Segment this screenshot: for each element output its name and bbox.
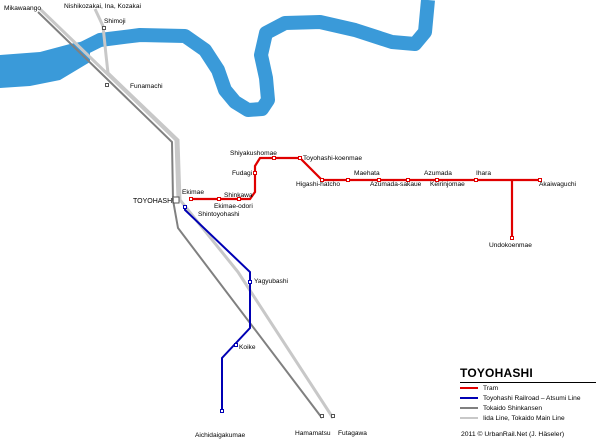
line-tram bbox=[190, 156, 540, 201]
line-tokaido-main bbox=[38, 7, 180, 201]
label-undokoenmae: Undokoenmae bbox=[489, 242, 532, 249]
station-ekimae-odori[interactable] bbox=[217, 197, 221, 201]
station-hamamatsu-end bbox=[320, 414, 324, 418]
label-shimoji: Shimoji bbox=[104, 18, 126, 25]
line-shinkansen bbox=[37, 11, 323, 419]
label-hamamatsu: Hamamatsu bbox=[295, 430, 331, 437]
legend-swatch-railroad bbox=[460, 397, 478, 400]
legend-item-mainline: Iida Line, Tokaido Main Line bbox=[460, 414, 596, 424]
station-futagawa-end bbox=[331, 414, 335, 418]
label-ekimae-odori: Ekimae-odori bbox=[214, 203, 253, 210]
station-yagyubashi[interactable] bbox=[248, 280, 252, 284]
legend-item-shinkansen: Tokaido Shinkansen bbox=[460, 404, 596, 414]
label-ihara: Ihara bbox=[476, 170, 491, 177]
river-toyokawa-mouth bbox=[0, 40, 90, 88]
label-akaiwaguchi: Akaiwaguchi bbox=[539, 181, 577, 188]
river-toyokawa bbox=[0, 0, 435, 117]
station-undokoenmae[interactable] bbox=[510, 236, 514, 240]
legend-label-tram: Tram bbox=[483, 384, 499, 392]
station-koike[interactable] bbox=[234, 343, 238, 347]
station-fudagi[interactable] bbox=[253, 171, 257, 175]
label-aichidaigakumae: Aichidaigakumae bbox=[195, 432, 246, 439]
label-nishikozakai: Nishikozakai, Ina, Kozakai bbox=[64, 3, 141, 10]
label-maehata: Maehata bbox=[354, 170, 380, 177]
legend: TOYOHASHI Tram Toyohashi Railroad – Atsu… bbox=[460, 366, 596, 430]
legend-item-railroad: Toyohashi Railroad – Atsumi Line bbox=[460, 394, 596, 404]
station-toyohashi[interactable] bbox=[172, 196, 180, 204]
map-title: TOYOHASHI bbox=[460, 366, 596, 383]
label-funamachi: Funamachi bbox=[130, 83, 163, 90]
station-azumada-sakaue[interactable] bbox=[377, 178, 381, 182]
legend-label-mainline: Iida Line, Tokaido Main Line bbox=[483, 414, 565, 422]
label-keirinjomae: Keirinjomae bbox=[430, 181, 465, 188]
label-shintoyohashi: Shintoyohashi bbox=[198, 211, 240, 218]
station-aichidaigakumae[interactable] bbox=[220, 409, 224, 413]
legend-label-railroad: Toyohashi Railroad – Atsumi Line bbox=[483, 394, 581, 402]
line-atsumi bbox=[184, 205, 251, 412]
legend-swatch-shinkansen bbox=[460, 407, 478, 410]
label-shinkawa: Shinkawa bbox=[224, 192, 253, 199]
label-futagawa: Futagawa bbox=[338, 430, 367, 437]
river-label: Toyokawa bbox=[236, 119, 266, 126]
label-mikawaango: Mikawaango bbox=[4, 5, 41, 12]
label-higashi-hatcho: Higashi-hatcho bbox=[296, 181, 340, 188]
station-ekimae[interactable] bbox=[189, 197, 193, 201]
station-shinkawa[interactable] bbox=[237, 197, 241, 201]
station-keirinjomae[interactable] bbox=[435, 178, 439, 182]
label-toyohashi: TOYOHASHI bbox=[133, 198, 174, 205]
label-ekimae: Ekimae bbox=[182, 189, 204, 196]
station-funamachi[interactable] bbox=[105, 83, 109, 87]
station-akaiwaguchi[interactable] bbox=[538, 178, 542, 182]
station-azumada[interactable] bbox=[406, 178, 410, 182]
label-yagyubashi: Yagyubashi bbox=[254, 278, 289, 285]
label-fudagi: Fudagi bbox=[232, 170, 253, 177]
legend-label-shinkansen: Tokaido Shinkansen bbox=[483, 404, 543, 412]
station-higashi-hatcho[interactable] bbox=[320, 178, 324, 182]
credit: 2011 © UrbanRail.Net (J. Häseler) bbox=[461, 431, 565, 438]
station-shintoyohashi[interactable] bbox=[183, 205, 187, 209]
station-shimoji[interactable] bbox=[102, 26, 106, 30]
legend-item-tram: Tram bbox=[460, 384, 596, 394]
label-shiyakushomae: Shiyakushomae bbox=[230, 150, 277, 157]
label-toyohashi-koenmae: Toyohashi-koenmae bbox=[303, 155, 362, 162]
legend-swatch-mainline bbox=[460, 417, 478, 420]
station-shiyakushomae[interactable] bbox=[272, 156, 276, 160]
station-maehata[interactable] bbox=[346, 178, 350, 182]
station-toyohashi-koenmae[interactable] bbox=[298, 156, 302, 160]
label-azumada: Azumada bbox=[424, 170, 452, 177]
station-ihara[interactable] bbox=[474, 178, 478, 182]
legend-swatch-tram bbox=[460, 387, 478, 390]
label-azumada-sakaue: Azumada-sakaue bbox=[370, 181, 422, 188]
label-koike: Koike bbox=[239, 344, 256, 351]
